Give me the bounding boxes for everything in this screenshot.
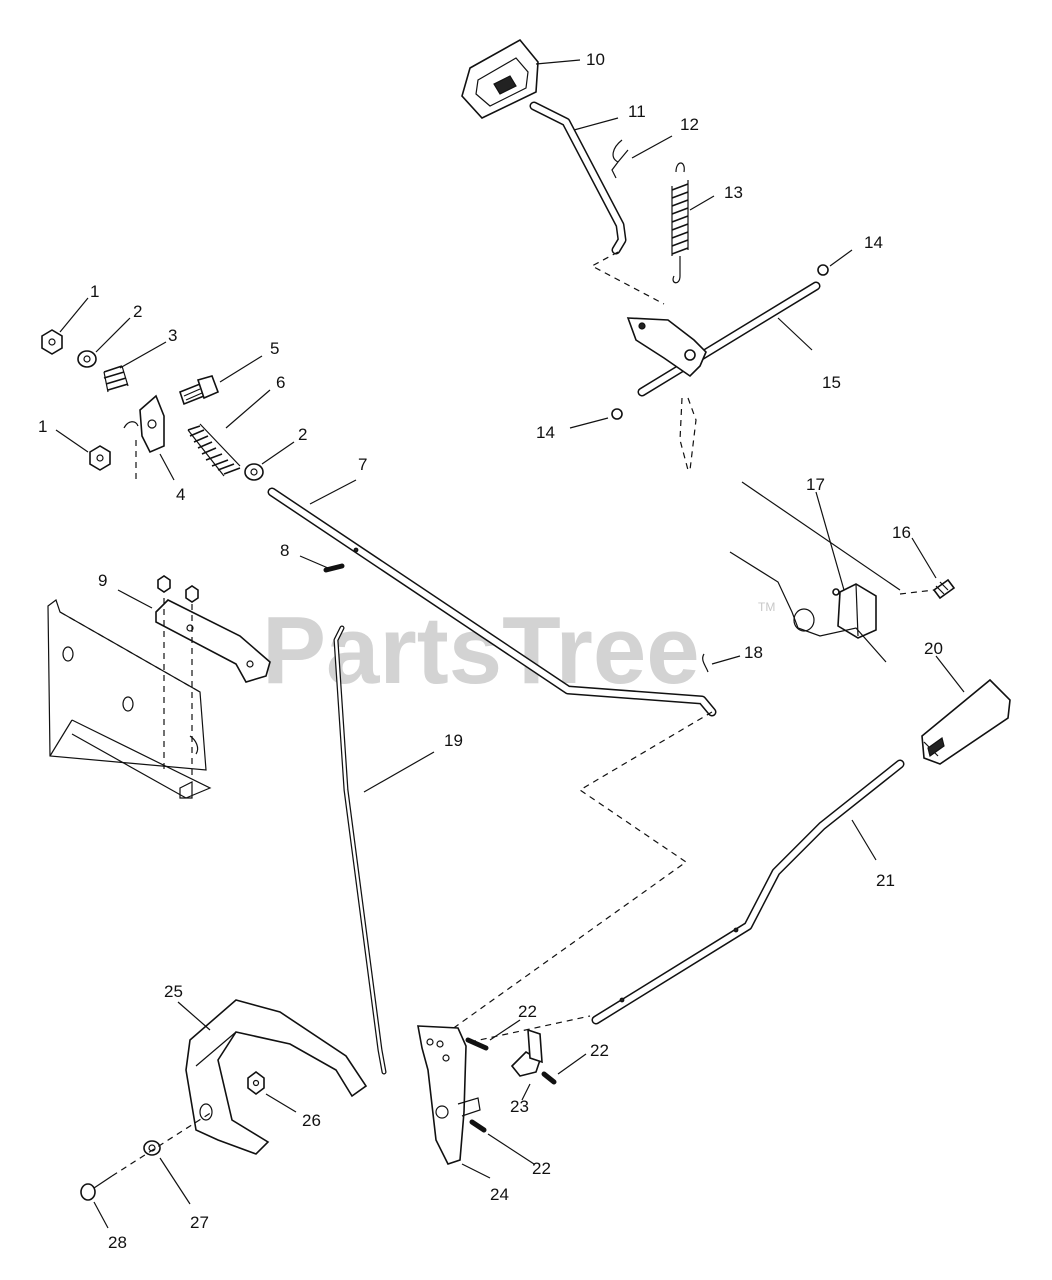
callout-7: 7	[358, 455, 367, 474]
part-4-bracket[interactable]	[123, 394, 165, 480]
part-7-long-rod[interactable]	[267, 487, 717, 717]
callout-27: 27	[190, 1213, 209, 1232]
part-16-screw[interactable]	[932, 578, 956, 600]
part-27-washer[interactable]	[143, 1140, 161, 1156]
part-8-pin[interactable]	[323, 563, 345, 573]
leader-dashed-rod	[433, 711, 713, 1043]
callout-11: 11	[628, 102, 646, 121]
callout-18: 18	[744, 643, 763, 662]
callout-1-top: 1	[90, 282, 99, 301]
callout-3: 3	[168, 326, 177, 345]
callout-16: 16	[892, 523, 911, 542]
callout-21: 21	[876, 871, 895, 890]
leader-dashed-bolt	[111, 1111, 213, 1177]
part-1-nut-top[interactable]	[41, 329, 63, 355]
part-20-grip[interactable]	[921, 678, 1011, 765]
part-28-bolt[interactable]	[80, 1175, 113, 1201]
leader-dashed-shaft-2	[679, 397, 689, 471]
part-21-lever-rod[interactable]	[591, 759, 905, 1025]
callouts: 1 2 3 1 4 5 6 2 7 8 9 10 11 12 13 14 14 …	[38, 50, 943, 1252]
callout-22-right: 22	[590, 1041, 609, 1060]
part-25-bracket[interactable]	[185, 999, 368, 1155]
callout-5: 5	[270, 339, 279, 358]
part-11-pedal-arm[interactable]	[529, 101, 627, 255]
callout-2-bottom: 2	[298, 425, 307, 444]
part-15-cross-shaft[interactable]	[626, 281, 821, 397]
callout-20: 20	[924, 639, 943, 658]
part-18-cotter-pin[interactable]	[702, 653, 709, 673]
part-6-spring-long[interactable]	[187, 423, 241, 477]
part-2-washer-top[interactable]	[77, 350, 97, 368]
callout-14-top: 14	[864, 233, 883, 252]
part-10-pedal-pad[interactable]	[461, 38, 539, 119]
part-22-pin-top[interactable]	[465, 1037, 489, 1051]
part-12-hairpin-clip[interactable]	[611, 139, 629, 179]
part-22-pin-bottom[interactable]	[469, 1119, 487, 1133]
callout-25: 25	[164, 982, 183, 1001]
callout-6: 6	[276, 373, 285, 392]
part-14-e-ring-top[interactable]	[817, 264, 829, 276]
callout-15: 15	[822, 373, 841, 392]
part-5-bolt[interactable]	[179, 375, 220, 406]
part-14-e-ring-bottom[interactable]	[611, 408, 623, 420]
callout-9: 9	[98, 571, 107, 590]
leader-dashed-shaft	[687, 397, 697, 471]
part-24-lever-bracket[interactable]	[417, 1025, 481, 1165]
part-22-pin-right[interactable]	[541, 1071, 557, 1085]
part-26-nut[interactable]	[247, 1071, 265, 1095]
watermark-trademark: TM	[758, 600, 775, 614]
part-19-control-rod[interactable]	[333, 625, 387, 1075]
part-1-nut-bottom[interactable]	[89, 445, 111, 471]
part-13-spring[interactable]	[671, 162, 689, 284]
callout-28: 28	[108, 1233, 127, 1252]
callout-10: 10	[586, 50, 605, 69]
watermark: PartsTree	[262, 597, 700, 704]
callout-4: 4	[176, 485, 185, 504]
callout-19: 19	[444, 731, 463, 750]
switch-bracket-outline	[729, 481, 935, 663]
part-9-mounting-plate[interactable]	[155, 575, 271, 683]
leader-dashed-pedal	[590, 251, 665, 305]
callout-26: 26	[302, 1111, 321, 1130]
callout-8: 8	[280, 541, 289, 560]
callout-24: 24	[490, 1185, 509, 1204]
leader-dashed-shaft-end	[469, 1015, 591, 1043]
callout-17: 17	[806, 475, 825, 494]
callout-2-top: 2	[133, 302, 142, 321]
callout-23: 23	[510, 1097, 529, 1116]
part-2-washer-bottom[interactable]	[244, 463, 264, 481]
callout-13: 13	[724, 183, 743, 202]
callout-22-bottom: 22	[532, 1159, 551, 1178]
callout-12: 12	[680, 115, 699, 134]
leader-lines	[55, 59, 965, 1229]
part-17-switch[interactable]	[832, 583, 877, 639]
callout-14-bottom: 14	[536, 423, 555, 442]
callout-22-top: 22	[518, 1002, 537, 1021]
callout-1-bottom: 1	[38, 417, 47, 436]
chassis-frame	[47, 598, 212, 799]
part-23-clip[interactable]	[510, 1028, 543, 1077]
part-3-spring-short[interactable]	[103, 365, 129, 393]
